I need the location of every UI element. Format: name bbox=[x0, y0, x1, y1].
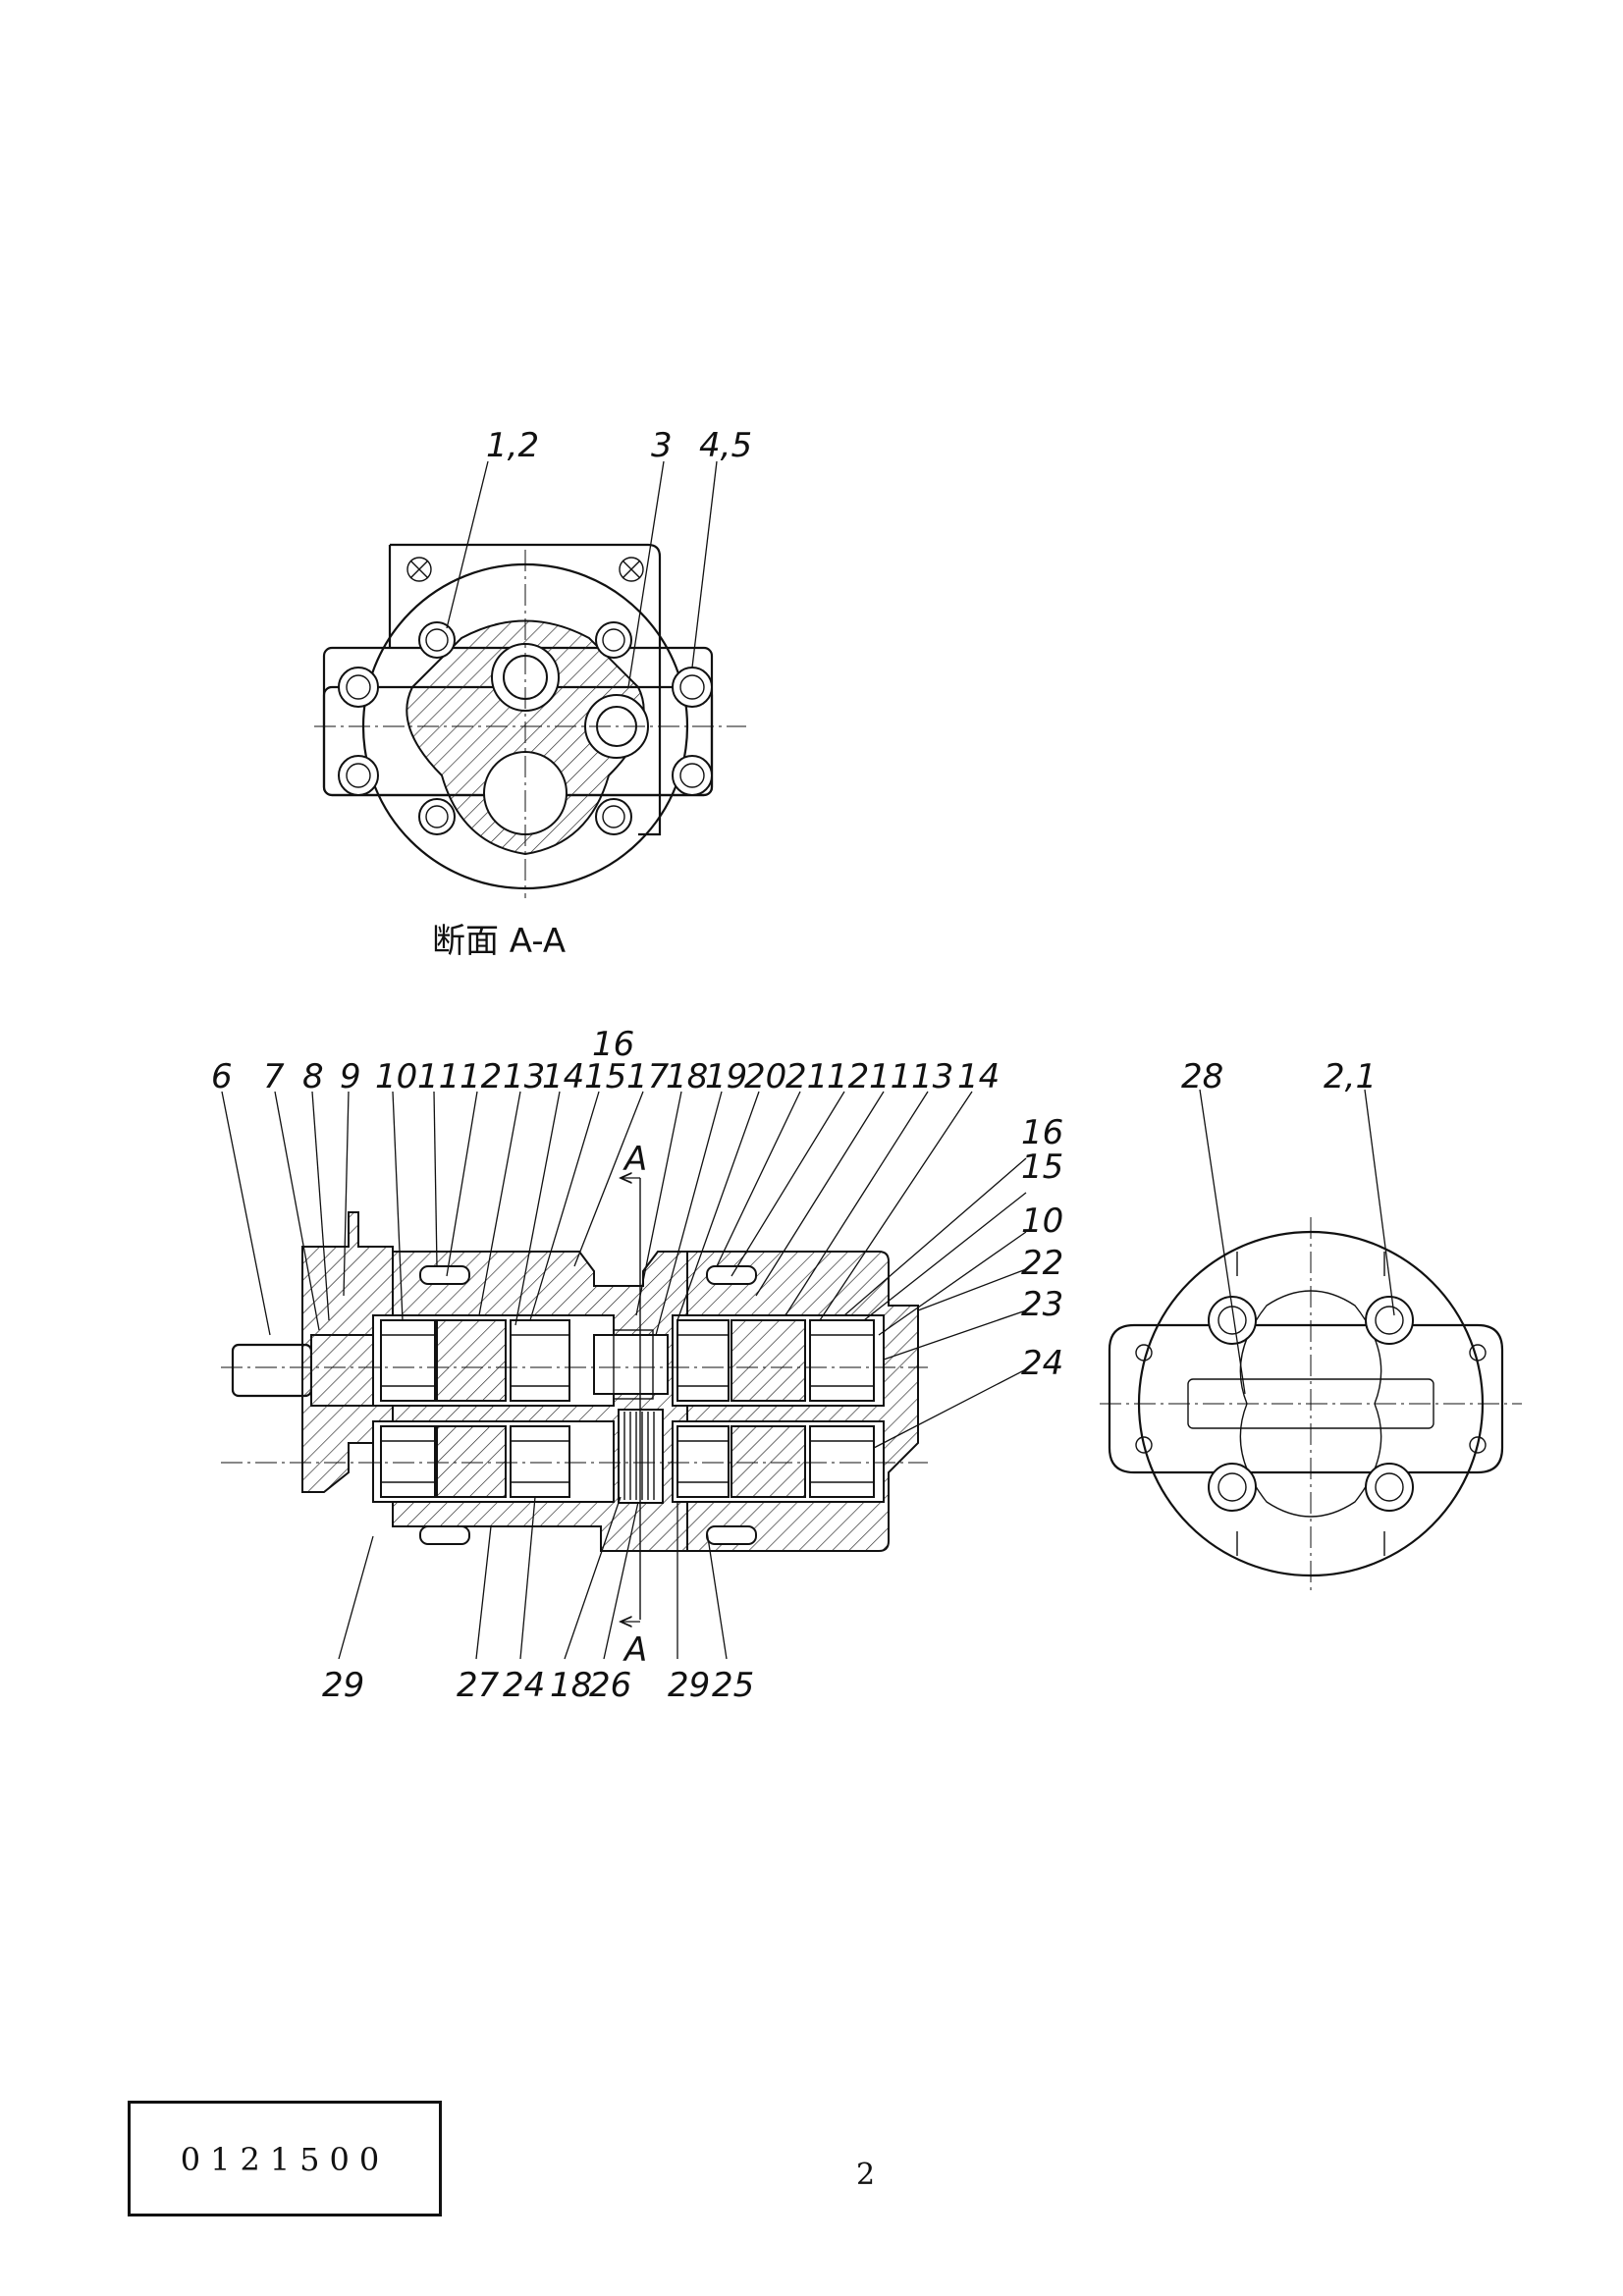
section-a-a-view bbox=[314, 460, 746, 898]
callout-1-2: 1,2 bbox=[486, 426, 539, 465]
callout: 11 bbox=[869, 1057, 911, 1096]
end-view bbox=[1100, 1089, 1522, 1590]
main-top-callouts: 6 7 8 9 10 11 12 13 14 15 17 18 19 20 21… bbox=[211, 1057, 1000, 1096]
section-caption: 断面 A-A bbox=[432, 922, 566, 961]
callout: 24 bbox=[1021, 1344, 1063, 1383]
callout: 17 bbox=[626, 1057, 670, 1096]
callout: 10 bbox=[375, 1057, 417, 1096]
callout: 13 bbox=[503, 1057, 545, 1096]
callout: 7 bbox=[263, 1057, 285, 1096]
main-top-leaders bbox=[221, 1091, 1027, 1449]
page-number: 2 bbox=[856, 2158, 876, 2192]
callout: 12 bbox=[460, 1057, 502, 1096]
callout: 15 bbox=[1021, 1148, 1063, 1187]
end-view-bolts bbox=[1135, 1296, 1487, 1512]
callout-28: 28 bbox=[1181, 1057, 1223, 1096]
callout-2-1: 2,1 bbox=[1324, 1057, 1377, 1096]
callout: 18 bbox=[666, 1057, 708, 1096]
callout: 10 bbox=[1021, 1201, 1063, 1241]
callout: 15 bbox=[584, 1057, 626, 1096]
callout: 12 bbox=[827, 1057, 869, 1096]
doc-number: 0121500 bbox=[180, 2141, 390, 2178]
main-section-view bbox=[221, 1091, 1027, 1660]
callout: 29 bbox=[668, 1666, 710, 1705]
callout: 19 bbox=[705, 1057, 747, 1096]
callout: 24 bbox=[503, 1666, 545, 1705]
callout: 13 bbox=[911, 1057, 953, 1096]
callout: 11 bbox=[417, 1057, 460, 1096]
section-bolts bbox=[338, 621, 713, 835]
callout: 29 bbox=[322, 1666, 364, 1705]
section-mark-bottom: A bbox=[622, 1630, 647, 1670]
callout: 22 bbox=[1021, 1244, 1063, 1283]
section-mark-top: A bbox=[622, 1140, 647, 1179]
callout: 20 bbox=[744, 1057, 786, 1096]
main-right-callouts: 16 15 10 22 23 24 bbox=[1021, 1113, 1063, 1383]
main-bottom-callouts: 29 27 24 18 26 29 25 bbox=[322, 1666, 754, 1705]
callout: 21 bbox=[785, 1057, 828, 1096]
bearings bbox=[380, 1319, 875, 1498]
doc-number-box: 0121500 bbox=[128, 2101, 442, 2216]
callout: 18 bbox=[550, 1666, 592, 1705]
callout: 26 bbox=[589, 1666, 631, 1705]
callout-3: 3 bbox=[651, 426, 673, 465]
main-bottom-leaders bbox=[338, 1496, 728, 1660]
callout: 25 bbox=[712, 1666, 754, 1705]
callout: 27 bbox=[457, 1666, 500, 1705]
callout: 16 bbox=[1021, 1113, 1063, 1152]
callout: 23 bbox=[1021, 1285, 1063, 1324]
callout: 8 bbox=[302, 1057, 324, 1096]
spline-lines bbox=[623, 1412, 655, 1500]
callout-top-16: 16 bbox=[592, 1025, 634, 1064]
callout: 14 bbox=[957, 1057, 1000, 1096]
callout: 6 bbox=[211, 1057, 233, 1096]
callout-4-5: 4,5 bbox=[699, 426, 752, 465]
callout: 14 bbox=[542, 1057, 584, 1096]
callout: 9 bbox=[340, 1057, 361, 1096]
